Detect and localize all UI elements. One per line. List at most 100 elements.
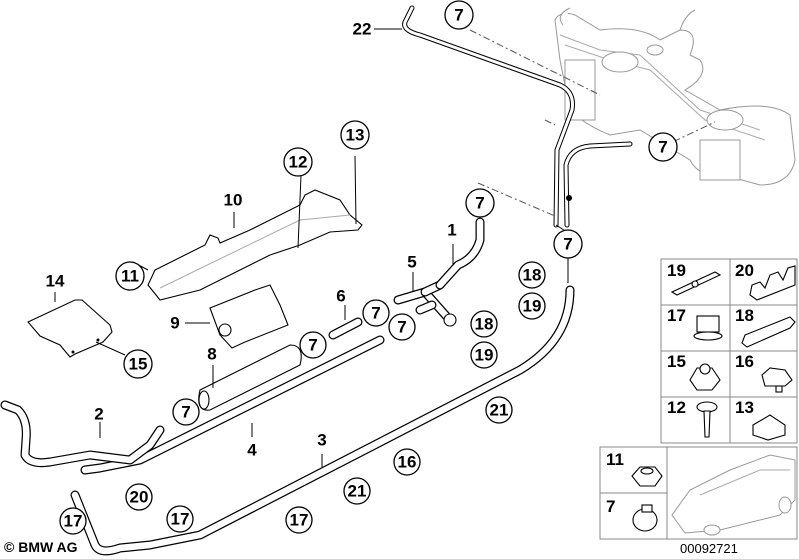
grid-cell-16[interactable]: 16 bbox=[735, 352, 793, 393]
parts-grid: 19 20 17 18 15 16 12 bbox=[660, 258, 798, 444]
hose-1 bbox=[435, 217, 485, 290]
svg-text:21: 21 bbox=[490, 401, 509, 420]
svg-text:17: 17 bbox=[290, 511, 309, 530]
parts-grid-lower: 11 7 bbox=[599, 446, 798, 540]
callout-11[interactable]: 11 bbox=[115, 261, 145, 291]
heat-shield-10 bbox=[147, 189, 363, 301]
callout-16[interactable]: 16 bbox=[393, 448, 421, 476]
callout-7f[interactable]: 7 bbox=[388, 313, 416, 341]
callout-7e[interactable]: 7 bbox=[362, 299, 390, 327]
clip-holder-icon bbox=[761, 367, 793, 387]
svg-text:18: 18 bbox=[523, 266, 542, 285]
svg-text:7: 7 bbox=[454, 6, 463, 25]
svg-text:17: 17 bbox=[171, 510, 190, 529]
svg-text:7: 7 bbox=[397, 318, 406, 337]
callout-17c[interactable]: 17 bbox=[285, 506, 313, 534]
u-clip-icon bbox=[752, 414, 786, 441]
svg-text:7: 7 bbox=[563, 235, 572, 254]
callout-17a[interactable]: 17 bbox=[59, 507, 87, 535]
svg-text:7: 7 bbox=[308, 336, 317, 355]
svg-text:16: 16 bbox=[398, 453, 417, 472]
heat-shield-14 bbox=[27, 299, 113, 358]
svg-text:7: 7 bbox=[606, 497, 615, 516]
callout-18a[interactable]: 18 bbox=[518, 261, 546, 289]
callout-20[interactable]: 20 bbox=[125, 483, 153, 511]
svg-text:18: 18 bbox=[735, 306, 754, 325]
svg-text:19: 19 bbox=[523, 297, 542, 316]
fuel-line-22 bbox=[402, 5, 633, 228]
svg-text:17: 17 bbox=[667, 306, 686, 325]
grid-cell-20[interactable]: 20 bbox=[735, 261, 796, 301]
svg-text:15: 15 bbox=[667, 352, 686, 371]
callout-17b[interactable]: 17 bbox=[166, 505, 194, 533]
label-8[interactable]: 8 bbox=[207, 345, 216, 364]
hose-clip-triple-icon bbox=[749, 265, 796, 301]
label-9[interactable]: 9 bbox=[170, 314, 179, 333]
svg-text:13: 13 bbox=[735, 398, 754, 417]
copyright-notice: © BMW AG bbox=[4, 539, 78, 555]
leader-lines bbox=[54, 28, 569, 467]
svg-text:11: 11 bbox=[121, 267, 139, 286]
fuel-tank-illustration bbox=[554, 7, 796, 186]
svg-text:17: 17 bbox=[64, 512, 83, 531]
svg-text:15: 15 bbox=[129, 355, 148, 374]
hose-2 bbox=[0, 400, 165, 468]
callout-13[interactable]: 13 bbox=[340, 120, 370, 150]
svg-text:19: 19 bbox=[475, 346, 494, 365]
callout-7d[interactable]: 7 bbox=[553, 229, 583, 259]
svg-text:19: 19 bbox=[667, 261, 686, 280]
callout-18b[interactable]: 18 bbox=[470, 310, 498, 338]
svg-text:13: 13 bbox=[346, 126, 365, 145]
hose-3 bbox=[70, 285, 575, 556]
svg-text:20: 20 bbox=[735, 261, 754, 280]
grid-cell-17[interactable]: 17 bbox=[667, 306, 723, 341]
label-10[interactable]: 10 bbox=[224, 191, 243, 210]
callout-7b[interactable]: 7 bbox=[648, 132, 678, 162]
svg-text:7: 7 bbox=[475, 194, 484, 213]
diagram-id: 00092721 bbox=[680, 541, 738, 556]
grid-cell-18[interactable]: 18 bbox=[735, 306, 796, 348]
label-6[interactable]: 6 bbox=[336, 287, 345, 306]
callout-15[interactable]: 15 bbox=[123, 349, 153, 379]
hex-nut-icon bbox=[631, 466, 663, 487]
callout-19a[interactable]: 19 bbox=[518, 292, 546, 320]
svg-text:7: 7 bbox=[658, 138, 667, 157]
label-2[interactable]: 2 bbox=[94, 405, 103, 424]
label-14[interactable]: 14 bbox=[46, 272, 65, 291]
grid-cell-19[interactable]: 19 bbox=[667, 261, 722, 296]
hose-clip-multi-icon bbox=[741, 316, 796, 348]
filter-8 bbox=[198, 344, 302, 411]
dash-leader-edge bbox=[544, 119, 556, 126]
callout-7a[interactable]: 7 bbox=[444, 0, 474, 30]
hose-6 bbox=[328, 317, 363, 340]
svg-text:18: 18 bbox=[475, 315, 494, 334]
callout-19b[interactable]: 19 bbox=[470, 341, 498, 369]
callout-21a[interactable]: 21 bbox=[485, 396, 513, 424]
callout-7h[interactable]: 7 bbox=[172, 398, 200, 426]
label-3[interactable]: 3 bbox=[317, 431, 326, 450]
grid-cell-12[interactable]: 12 bbox=[667, 398, 718, 438]
grid-cell-11[interactable]: 11 bbox=[606, 450, 663, 487]
svg-text:20: 20 bbox=[130, 488, 149, 507]
callout-7c[interactable]: 7 bbox=[465, 188, 495, 218]
svg-text:12: 12 bbox=[289, 153, 308, 172]
grid-cell-13[interactable]: 13 bbox=[735, 398, 786, 441]
callout-21b[interactable]: 21 bbox=[343, 477, 371, 505]
carbon-canister-9 bbox=[209, 284, 289, 349]
hose-holder-icon bbox=[696, 315, 720, 333]
hex-nut-washer-icon bbox=[689, 367, 721, 391]
label-22[interactable]: 22 bbox=[353, 20, 372, 39]
dash-leader-frame bbox=[477, 182, 556, 217]
label-5[interactable]: 5 bbox=[407, 253, 416, 272]
label-4[interactable]: 4 bbox=[247, 441, 257, 460]
dash-leader-7a bbox=[469, 29, 601, 96]
label-1[interactable]: 1 bbox=[447, 221, 456, 240]
callout-7g[interactable]: 7 bbox=[299, 331, 327, 359]
callout-12[interactable]: 12 bbox=[283, 147, 313, 177]
svg-text:11: 11 bbox=[606, 450, 624, 469]
svg-text:21: 21 bbox=[348, 482, 367, 501]
grid-cell-7[interactable]: 7 bbox=[606, 497, 658, 532]
grid-cell-15[interactable]: 15 bbox=[667, 352, 721, 391]
svg-text:16: 16 bbox=[735, 352, 754, 371]
